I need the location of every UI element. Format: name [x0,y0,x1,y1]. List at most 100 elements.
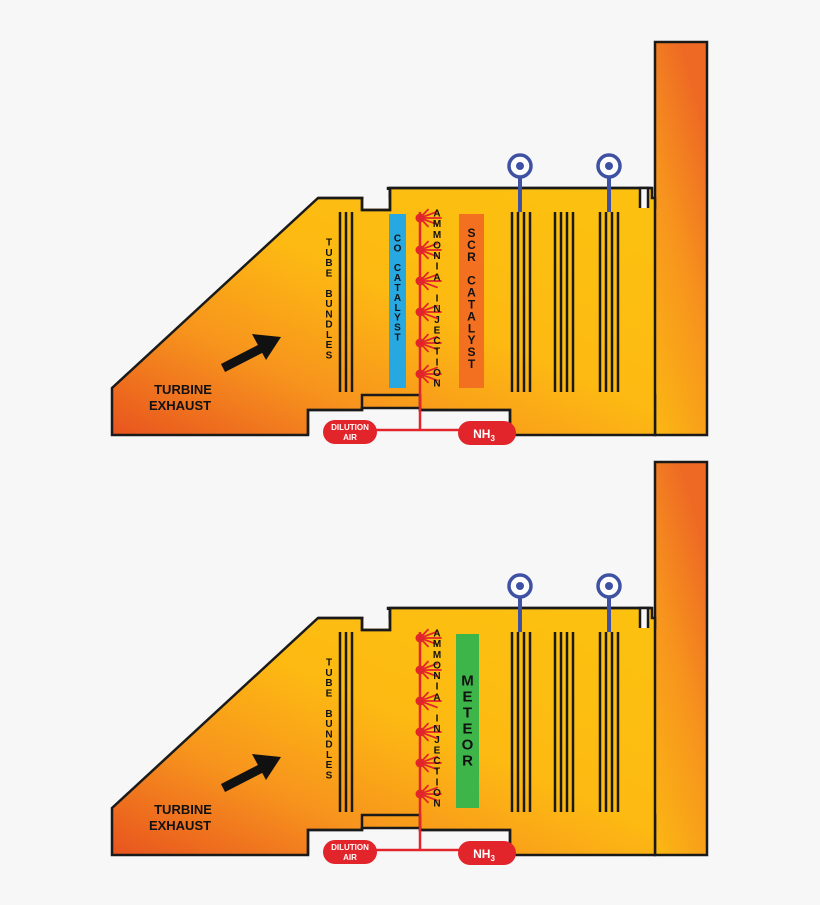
ammonia-injection-label-char: O [433,240,441,251]
nozzle-spray [419,373,429,384]
ammonia-injection-label-char: A [433,629,440,640]
scr-catalyst-label-char: Y [467,333,475,347]
tube-bundles-label-char: E [326,268,333,279]
duct-bottom-step [306,393,512,435]
nozzle-spray [419,762,438,771]
nh3-pill: NH3 [458,421,516,445]
nozzle-spray [419,669,438,678]
ammonia-injection-label-char: I [436,357,439,368]
tube-bundle-2 [510,212,532,392]
dilution-air-label-2: AIR [343,433,357,442]
dilution-air-label-2: AIR [343,853,357,862]
injection-nozzle [415,784,442,804]
scr-catalyst-label-char: C [467,274,476,288]
co-catalyst-label-char: S [394,323,401,334]
nozzle-spray [419,786,438,795]
tube-bundles-label-char: U [325,248,332,259]
tube-bundles-label-char: S [326,351,333,362]
ammonia-injection-label-char: I [436,714,439,725]
nozzle-spray [419,311,429,322]
scr-catalyst-label-char: S [467,226,475,240]
scr-catalyst-label-char: C [467,238,476,252]
scr-catalyst-label-char: S [467,345,475,359]
nozzle-spray [419,784,429,795]
nozzle-spray [419,662,438,671]
ammonia-injection-label-char: J [434,735,440,746]
arrow-up-right-icon [220,334,281,373]
ammonia-injection-label-char: J [434,315,440,326]
nozzle-spray [419,762,429,773]
nozzle-spray [419,700,429,711]
scr-catalyst-label-char: T [468,357,476,371]
arrow-up-right-icon [220,754,281,793]
tube-bundles-label-char: U [325,719,332,730]
tube-bundles-label-char: B [325,258,332,269]
meteor-catalyst-label-char: M [461,673,474,690]
scr-catalyst-label-char: L [468,321,475,335]
ammonia-injection-grid [415,628,442,850]
nozzle-spray [419,242,438,251]
nh3-bg [458,841,516,865]
nozzle-spray [419,693,438,702]
nozzle-spray [419,691,429,702]
scr-catalyst-label-char: T [468,297,476,311]
nh3-subscript: 3 [490,854,495,863]
nozzle-spray [419,793,438,802]
tube-bundles-label-char: S [326,771,333,782]
sensor-dot [516,162,524,170]
nozzle-spray [419,304,438,313]
tube-bundles-label-char: B [325,709,332,720]
tube-bundles-label-char: N [325,729,332,740]
tube-bundles-label-char: D [325,740,332,751]
nozzle-spray [419,333,429,344]
nh3-bg [458,421,516,445]
meteor-catalyst-label-char: O [462,737,474,754]
nozzle-spray [419,366,438,375]
nozzle-spray [419,637,438,646]
tube-bundle-1 [338,212,354,392]
tube-bundle-1 [338,632,354,812]
ammonia-injection-label-char: O [433,368,441,379]
sensor-dot [605,162,613,170]
sensor-probe-icon [596,153,622,212]
duct-bottom-step [306,813,512,855]
ammonia-injection-label-char: N [433,304,440,315]
nozzle-spray [419,311,438,320]
co-catalyst-label-char: L [394,303,400,314]
injection-nozzle [415,628,442,648]
stack-junction [638,606,650,628]
injection-nozzle [415,722,442,742]
dilution-air-label-1: DILUTION [331,843,369,852]
nh3-pill: NH3 [458,841,516,865]
nozzle-spray [419,724,438,733]
meteor-catalyst-label-char: E [462,721,472,738]
turbine-exhaust-label-1: TURBINE [154,802,212,817]
tube-bundles-label-char: D [325,320,332,331]
ammonia-injection-label-char: C [433,336,440,347]
dilution-air-label-1: DILUTION [331,423,369,432]
ammonia-injection-label-char: T [434,767,440,778]
duct-notch-gap [363,190,389,209]
nh3-label: NH3 [473,847,495,863]
ammonia-injection-label-char: A [433,692,440,703]
ammonia-injection-label-char: I [436,777,439,788]
nozzle-spray [419,755,438,764]
nh3-subscript: 3 [490,434,495,443]
arrow-shaft [220,343,265,373]
co-catalyst-bar [389,214,406,388]
arrow-head [252,754,281,780]
tube-bundle-4 [598,632,620,812]
nh3-label: NH3 [473,427,495,443]
nozzle-spray [419,271,429,282]
sensor-probe-icon [507,573,533,632]
tube-bundles-label-char: E [326,760,333,771]
ammonia-injection-label-char: N [433,251,440,262]
turbine-exhaust-label-2: EXHAUST [149,398,211,413]
injection-nozzle [415,240,442,260]
tube-bundles-label-char: B [325,678,332,689]
injection-nozzle [415,302,442,322]
